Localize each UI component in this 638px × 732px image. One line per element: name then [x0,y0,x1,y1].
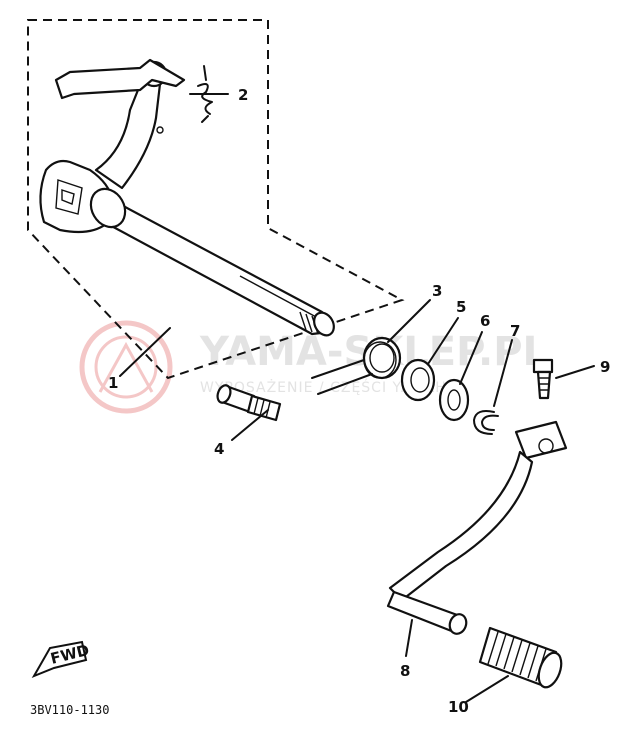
callout-5: 5 [456,298,466,316]
watermark: YAMA-SKLEP.PL WYPOSAŻENIE / CZĘŚCI YAMAH… [79,320,548,414]
callout-8: 8 [400,662,410,680]
callout-9: 9 [600,358,610,376]
callout-3: 3 [432,282,442,300]
watermark-subtitle: WYPOSAŻENIE / CZĘŚCI YAMAHA [200,378,457,396]
assembly-outline [27,19,405,380]
callout-1: 1 [108,374,118,392]
pedal-rubber-part [478,626,563,689]
callout-10: 10 [448,698,469,716]
torsion-spring-part [311,336,402,395]
callout-7: 7 [510,322,520,340]
callout-6: 6 [480,312,490,330]
circlip-part [473,410,499,435]
shift-pedal-part [386,420,568,635]
callout-4: 4 [214,440,224,458]
fwd-arrow-icon: FWD [31,640,91,678]
shift-shaft-part [39,58,335,337]
stud-bolt-part [216,384,282,422]
diagram-code: 3BV110-1130 [30,703,109,717]
washer-part [438,378,470,422]
leader-lines [119,93,595,703]
callouts: 1 2 3 4 5 6 7 8 9 10 [108,86,610,716]
yamaha-logo-icon [79,320,173,414]
callout-2: 2 [238,86,248,104]
bolt-part [532,358,554,400]
oil-seal-part [400,358,436,402]
small-spring-part [197,65,213,123]
